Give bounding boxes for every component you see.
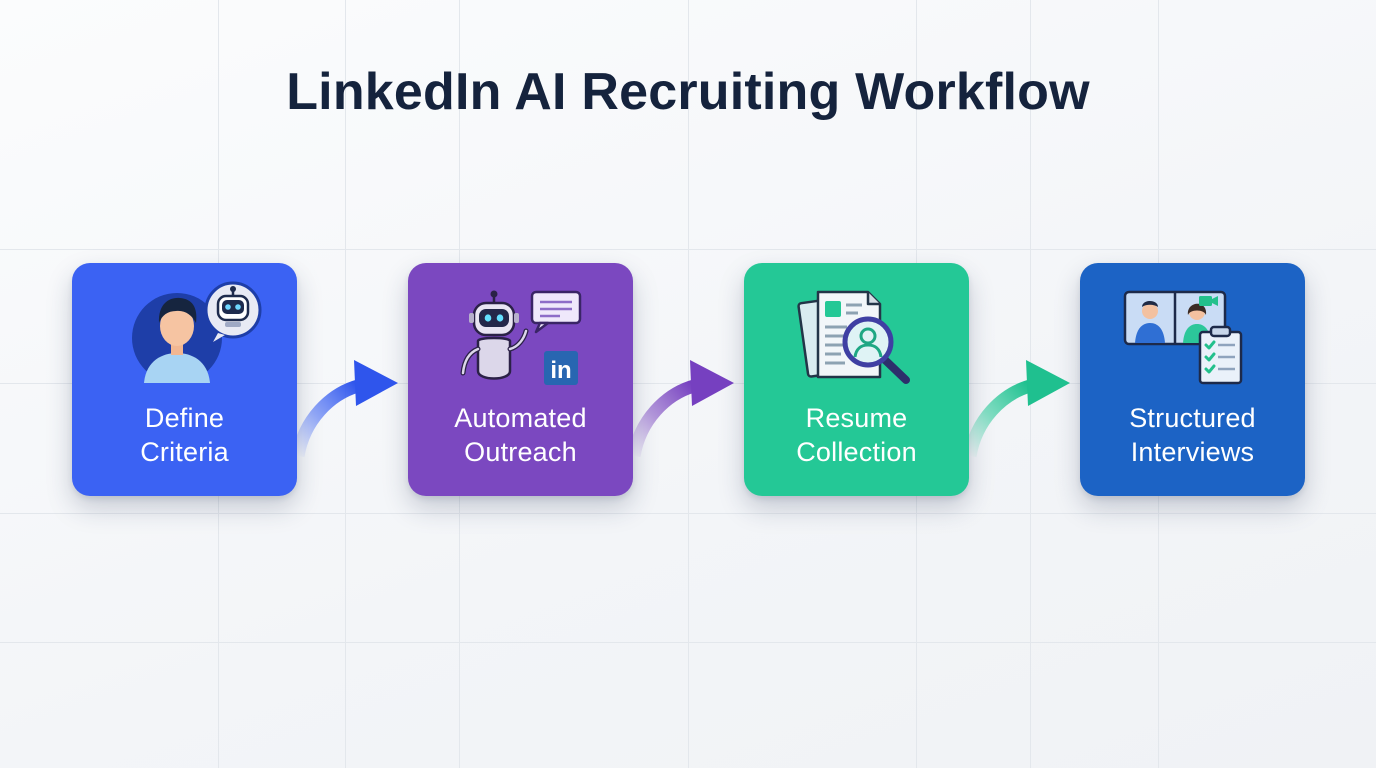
document-magnifier-icon xyxy=(797,290,910,384)
step-card-define-criteria[interactable]: Define Criteria xyxy=(72,263,297,496)
step-card-resume-collection[interactable]: Resume Collection xyxy=(744,263,969,496)
video-call-checklist-icon xyxy=(1123,290,1243,385)
step-card-structured-interviews[interactable]: Structured Interviews xyxy=(1080,263,1305,496)
page-title: LinkedIn AI Recruiting Workflow xyxy=(286,63,1090,121)
step-label: Resume Collection xyxy=(796,403,917,467)
person-robot-icon xyxy=(132,281,262,383)
step-card-automated-outreach[interactable]: in Automated Outreach xyxy=(408,263,633,496)
step-label: Automated Outreach xyxy=(454,403,587,467)
robot-message-linkedin-icon: in xyxy=(460,290,582,385)
arrow-right-icon xyxy=(627,360,734,458)
arrow-right-icon xyxy=(291,360,398,458)
step-label: Structured Interviews xyxy=(1129,403,1256,467)
arrow-right-icon xyxy=(963,360,1070,458)
svg-text:in: in xyxy=(550,357,571,384)
step-label: Define Criteria xyxy=(140,403,229,467)
